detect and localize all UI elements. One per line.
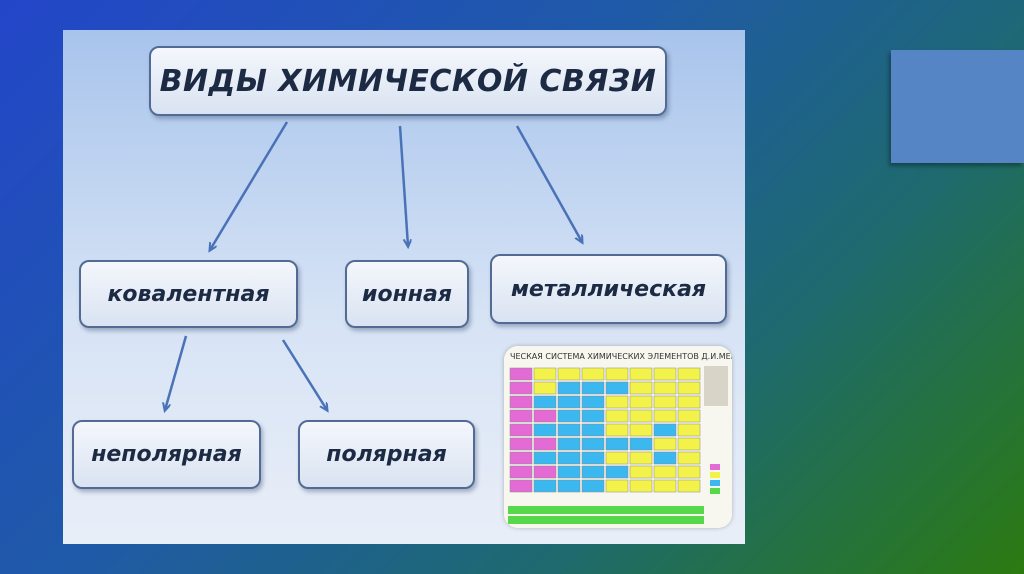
actinides-row xyxy=(508,516,704,524)
element-cell xyxy=(605,395,629,409)
element-cell xyxy=(581,409,605,423)
element-cell xyxy=(677,437,701,451)
periodic-table-graphic: ЧЕСКАЯ СИСТЕМА ХИМИЧЕСКИХ ЭЛЕМЕНТОВ Д.И.… xyxy=(504,346,732,528)
element-cell xyxy=(533,409,557,423)
diagram-title: ВИДЫ ХИМИЧЕСКОЙ СВЯЗИ xyxy=(149,46,667,116)
element-cell xyxy=(605,423,629,437)
element-cell xyxy=(509,465,533,479)
element-cell xyxy=(653,451,677,465)
diagram-panel: ВИДЫ ХИМИЧЕСКОЙ СВЯЗИ ковалентная ионная… xyxy=(63,30,745,544)
element-cell xyxy=(605,437,629,451)
element-cell xyxy=(629,367,653,381)
element-cell xyxy=(509,437,533,451)
decorative-square xyxy=(891,50,1024,163)
element-cell xyxy=(581,479,605,493)
element-cell xyxy=(557,465,581,479)
node-metallic: металлическая xyxy=(490,254,727,324)
element-cell xyxy=(653,381,677,395)
element-cell xyxy=(509,367,533,381)
element-cell xyxy=(677,367,701,381)
node-ionic: ионная xyxy=(345,260,469,328)
element-cell xyxy=(533,367,557,381)
element-cell xyxy=(509,381,533,395)
element-cell xyxy=(581,465,605,479)
element-cell xyxy=(677,479,701,493)
element-cell xyxy=(509,409,533,423)
element-cell xyxy=(605,451,629,465)
element-cell xyxy=(653,423,677,437)
element-cell xyxy=(629,409,653,423)
element-cell xyxy=(629,423,653,437)
element-cell xyxy=(653,465,677,479)
element-cell xyxy=(653,409,677,423)
element-cell xyxy=(557,381,581,395)
element-cell xyxy=(533,465,557,479)
arrow-covalent-to-polar xyxy=(281,339,327,410)
element-cell xyxy=(677,423,701,437)
connector-arrows xyxy=(63,121,745,544)
arrow-covalent-to-nonpolar xyxy=(165,335,188,410)
element-cell xyxy=(509,451,533,465)
element-cell xyxy=(629,437,653,451)
node-polar: полярная xyxy=(298,420,475,489)
legend-d xyxy=(710,480,720,486)
element-cell xyxy=(557,451,581,465)
element-cell xyxy=(509,395,533,409)
element-cell xyxy=(629,479,653,493)
element-cell xyxy=(509,479,533,493)
element-cell xyxy=(605,479,629,493)
element-cell xyxy=(605,465,629,479)
element-cell xyxy=(533,479,557,493)
element-cell xyxy=(677,409,701,423)
element-cell xyxy=(533,451,557,465)
element-cell xyxy=(677,381,701,395)
element-cell xyxy=(557,409,581,423)
element-cell xyxy=(581,381,605,395)
node-nonpolar: неполярная xyxy=(72,420,261,489)
element-cell xyxy=(509,423,533,437)
element-cell xyxy=(653,395,677,409)
periodic-table-header: ЧЕСКАЯ СИСТЕМА ХИМИЧЕСКИХ ЭЛЕМЕНТОВ Д.И.… xyxy=(510,352,732,361)
element-cell xyxy=(677,451,701,465)
element-cell xyxy=(557,437,581,451)
element-cell xyxy=(653,479,677,493)
node-covalent: ковалентная xyxy=(79,260,298,328)
portrait xyxy=(704,366,728,406)
element-cell xyxy=(677,465,701,479)
element-cell xyxy=(677,395,701,409)
arrow-title-to-metallic xyxy=(515,125,582,242)
element-cell xyxy=(581,367,605,381)
element-cell xyxy=(581,451,605,465)
element-cell xyxy=(629,451,653,465)
arrow-title-to-ionic xyxy=(398,125,408,246)
element-cell xyxy=(605,381,629,395)
element-cell xyxy=(605,409,629,423)
element-cell xyxy=(557,367,581,381)
element-cell xyxy=(581,395,605,409)
element-cell xyxy=(533,423,557,437)
element-cell xyxy=(533,395,557,409)
element-cell xyxy=(581,437,605,451)
element-cell xyxy=(629,395,653,409)
element-cell xyxy=(629,465,653,479)
element-cell xyxy=(557,395,581,409)
arrow-title-to-covalent xyxy=(210,121,289,250)
legend-s xyxy=(710,464,720,470)
legend-f xyxy=(710,488,720,494)
element-cell xyxy=(605,367,629,381)
element-cell xyxy=(533,381,557,395)
element-cell xyxy=(557,479,581,493)
periodic-table-image: ЧЕСКАЯ СИСТЕМА ХИМИЧЕСКИХ ЭЛЕМЕНТОВ Д.И.… xyxy=(504,346,732,528)
element-cell xyxy=(653,367,677,381)
periodic-table-cells xyxy=(509,367,701,493)
element-cell xyxy=(653,437,677,451)
element-cell xyxy=(533,437,557,451)
lanthanides-row xyxy=(508,506,704,514)
element-cell xyxy=(629,381,653,395)
element-cell xyxy=(557,423,581,437)
legend-p xyxy=(710,472,720,478)
element-cell xyxy=(581,423,605,437)
